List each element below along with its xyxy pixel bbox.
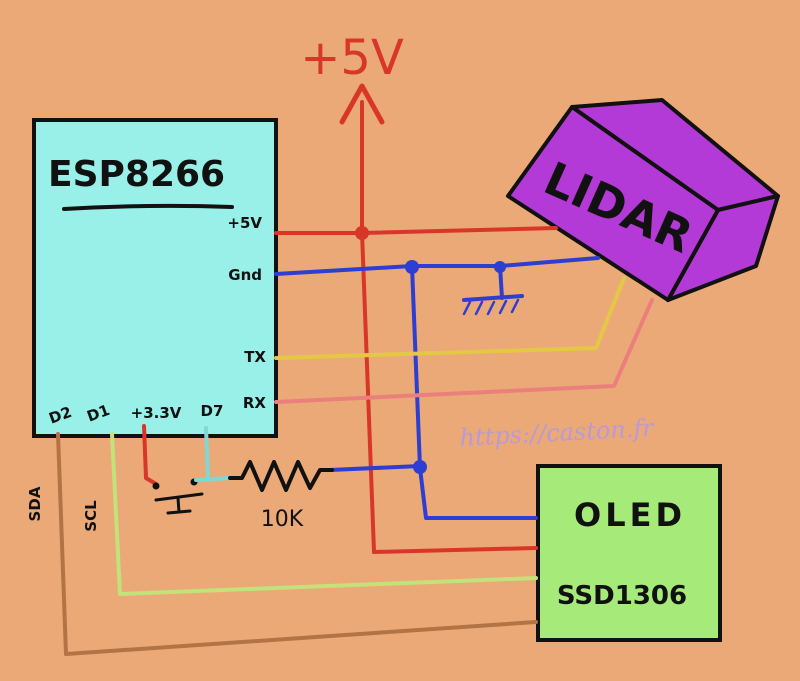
oled-display (536, 464, 722, 642)
pin-label-5v: +5V (227, 214, 262, 232)
pin-label-d7: D7 (201, 402, 224, 420)
junction-gnd-2 (494, 261, 506, 273)
wire-5v-esp-to-lidar (274, 226, 558, 235)
wire-gnd-to-resistor (328, 464, 422, 472)
lidar-front-face (506, 105, 720, 302)
wire-3v3-to-button (142, 424, 158, 486)
push-button-icon (152, 478, 204, 515)
junction-gnd-3 (413, 460, 427, 474)
supply-5v-label: +5V (300, 30, 404, 86)
oled-label: OLED (574, 496, 686, 534)
watermark: https://caston.fr (459, 414, 656, 452)
wire-tx (274, 276, 626, 360)
esp8266-title-underline (62, 203, 234, 211)
wire-rx (274, 298, 654, 404)
pin-label-tx: TX (244, 348, 266, 366)
wire-gnd-esp-to-lidar (274, 256, 600, 276)
supply-5v-wire (360, 100, 376, 554)
esp8266-title: ESP8266 (48, 154, 225, 195)
earth-ground-icon (462, 294, 524, 316)
junction-5v (355, 226, 369, 240)
resistor-value-label: 10K (261, 507, 304, 532)
resistor-10k (228, 460, 334, 492)
supply-5v-arrow (339, 83, 385, 125)
wire-5v-to-oled (372, 546, 538, 554)
wire-d7 (194, 426, 232, 482)
sda-label: SDA (26, 486, 44, 521)
pin-label-3v3: +3.3V (131, 404, 182, 422)
pin-label-gnd: Gnd (228, 266, 262, 284)
junction-gnd-1 (405, 260, 419, 274)
pin-label-rx: RX (243, 394, 267, 412)
oled-model-label: SSD1306 (557, 581, 687, 611)
wire-sda (56, 432, 538, 656)
esp8266-board (32, 118, 278, 438)
scl-label: SCL (82, 500, 100, 532)
wire-scl (110, 432, 538, 596)
wire-gnd-down-to-oled (410, 264, 538, 520)
